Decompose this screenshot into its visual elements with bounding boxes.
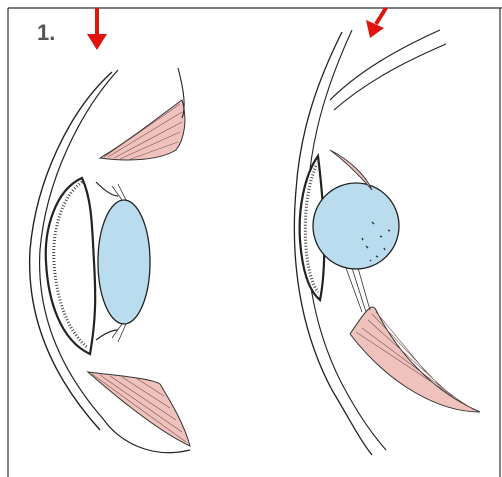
lens-accommodated (98, 200, 150, 324)
arrow-left-head (87, 34, 107, 50)
eye-cross-section-relaxed-icon (294, 30, 480, 455)
lens-relaxed (313, 183, 399, 269)
ciliary-muscle-lower (88, 372, 190, 446)
eye-cross-section-accommodated-icon (30, 68, 190, 453)
sclera-top-line (330, 30, 440, 100)
sclera-top-line-2 (334, 44, 446, 110)
down-arrow-icon (87, 8, 107, 50)
zonules-right (346, 268, 370, 312)
iris-chamber-left (46, 178, 95, 354)
arrow-right-shaft (376, 8, 386, 24)
panel-label: 1. (37, 22, 55, 44)
down-arrow-icon-right (366, 8, 386, 38)
